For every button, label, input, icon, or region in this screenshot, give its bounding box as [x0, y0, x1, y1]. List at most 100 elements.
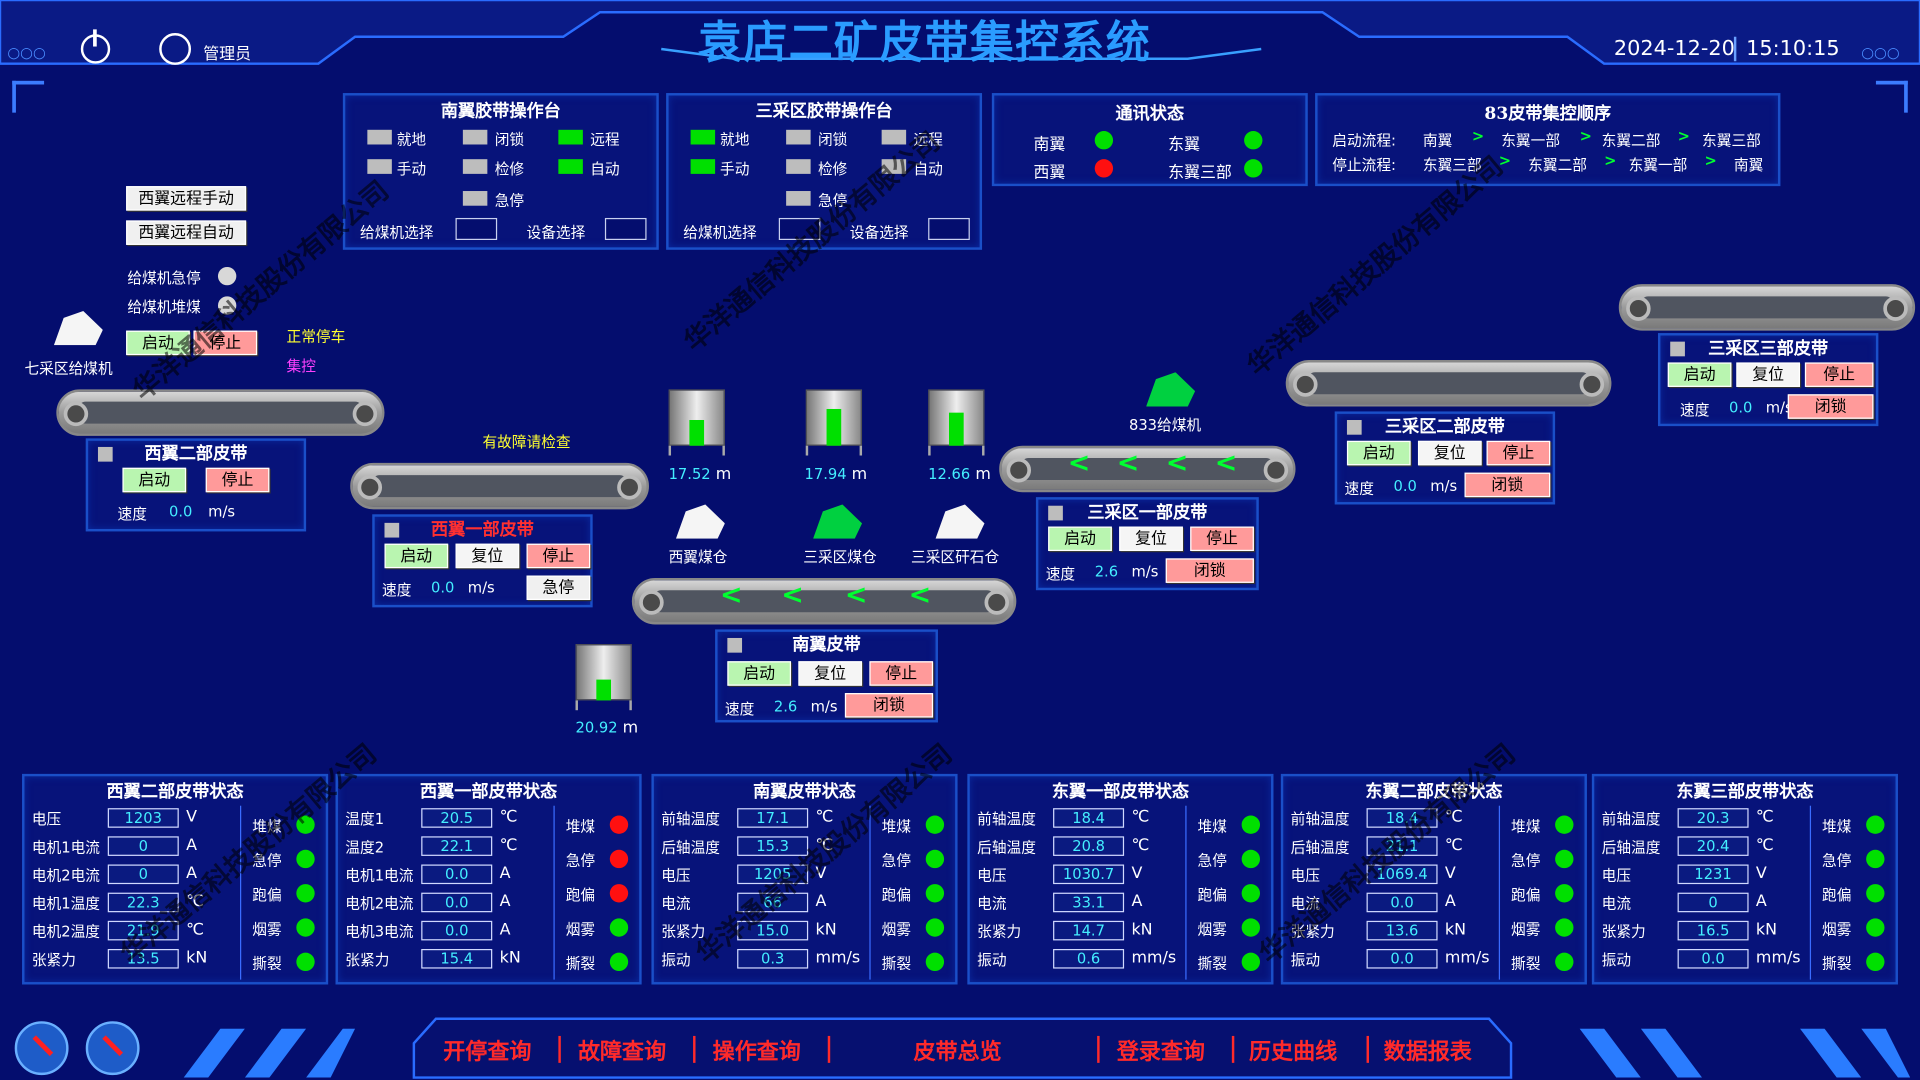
- lock-button[interactable]: 闭锁: [1787, 394, 1874, 419]
- device-select-input[interactable]: [604, 217, 647, 241]
- user-name: 管理员: [203, 45, 252, 64]
- nav-belt-overview[interactable]: 皮带总览: [913, 1039, 1002, 1066]
- start-button[interactable]: 启动: [384, 543, 449, 569]
- stop-button[interactable]: 停止: [1190, 526, 1254, 552]
- reset-button[interactable]: 复位: [1417, 440, 1482, 466]
- metric-label: 电机2温度: [31, 923, 100, 941]
- alarm-label: 堆煤: [1197, 817, 1227, 836]
- start-button[interactable]: 启动: [1346, 440, 1411, 466]
- feeder-estop-indicator: [217, 266, 237, 286]
- stop-button[interactable]: 停止: [1804, 362, 1874, 387]
- alarm-indicator: [1866, 884, 1885, 903]
- central-mode-status: 集控: [286, 357, 316, 375]
- alarm-indicator: [609, 884, 629, 903]
- start-button[interactable]: 启动: [1048, 526, 1112, 552]
- comm-east-indicator: [1244, 131, 1263, 150]
- silo-level-value: 12.66: [928, 465, 971, 483]
- comm-status-title: 通讯状态: [1115, 104, 1185, 124]
- device-select-input[interactable]: [928, 217, 970, 241]
- west-remote-auto-button[interactable]: 西翼远程自动: [126, 220, 247, 245]
- select-checkbox[interactable]: [1048, 505, 1063, 521]
- nav-operation-query[interactable]: 操作查询: [712, 1039, 801, 1066]
- three-console-panel: 三采区胶带操作台 就地 闭锁 远程 手动 检修 自动 急停 给煤机选择 设备选择: [666, 93, 983, 250]
- lock-button[interactable]: 闭锁: [1464, 472, 1551, 498]
- silo-level-unit: m: [851, 465, 868, 484]
- start-button[interactable]: 启动: [727, 661, 792, 686]
- reset-button[interactable]: 复位: [455, 543, 520, 569]
- alarm-label: 急停: [565, 852, 596, 870]
- lock-button[interactable]: 闭锁: [1165, 558, 1254, 583]
- nav-fault-query[interactable]: 故障查询: [577, 1039, 667, 1066]
- metric-label: 电压: [31, 810, 62, 828]
- select-checkbox[interactable]: [727, 637, 743, 653]
- south-belt-panel: 南翼皮带 启动 复位 停止 速度 2.6 m/s 闭锁: [715, 629, 938, 723]
- alarm-indicator: [296, 815, 315, 834]
- select-checkbox[interactable]: [97, 446, 113, 462]
- speed-unit: m/s: [208, 503, 236, 521]
- start-step: 东翼三部: [1702, 132, 1761, 150]
- decor-stripes-left: [183, 1028, 356, 1078]
- estop-label: 急停: [817, 192, 848, 210]
- nav-login-query[interactable]: 登录查询: [1116, 1039, 1205, 1066]
- stop-button[interactable]: 停止: [526, 543, 591, 569]
- metric-label: 电流: [661, 895, 691, 913]
- alarm-label: 跑偏: [881, 886, 912, 904]
- maintenance-label: 检修: [494, 160, 525, 178]
- remote-indicator: [881, 129, 907, 145]
- metric-unit: A: [1444, 892, 1456, 912]
- three1-belt-title: 三采区一部皮带: [1087, 503, 1208, 523]
- metric-label: 温度2: [345, 838, 385, 856]
- south-belt-title: 南翼皮带: [792, 635, 861, 656]
- west1-belt-title: 西翼一部皮带: [431, 520, 534, 541]
- user-icon[interactable]: [159, 33, 192, 65]
- estop-indicator: [786, 191, 811, 206]
- feeder-select-input[interactable]: [778, 217, 821, 241]
- metric-label: 张紧力: [977, 923, 1022, 941]
- metric-value: 20.8: [1053, 836, 1125, 856]
- metric-value: 15.3: [737, 836, 809, 856]
- feeder-select-input[interactable]: [455, 217, 498, 241]
- nav-start-stop-query[interactable]: 开停查询: [443, 1039, 532, 1066]
- alarm-indicator: [609, 952, 629, 972]
- decor-stripes-right: [1579, 1028, 1911, 1078]
- alarm-label: 撕裂: [565, 955, 596, 973]
- lock-label: 闭锁: [817, 131, 848, 149]
- select-checkbox[interactable]: [384, 522, 400, 538]
- comm-east-label: 东翼: [1168, 135, 1201, 155]
- metric-unit: V: [815, 864, 827, 883]
- feeder-stop-button[interactable]: 停止: [193, 330, 258, 356]
- metric-label: 张紧力: [31, 951, 76, 969]
- stop-button[interactable]: 停止: [869, 661, 934, 686]
- reset-button[interactable]: 复位: [1119, 526, 1183, 552]
- nav-data-report[interactable]: 数据报表: [1383, 1039, 1472, 1066]
- start-button[interactable]: 启动: [1667, 362, 1732, 387]
- reset-button[interactable]: 复位: [798, 661, 863, 686]
- metric-value: 22.3: [107, 892, 179, 913]
- metric-unit: kN: [1444, 920, 1467, 940]
- reset-button[interactable]: 复位: [1736, 362, 1801, 387]
- west-remote-manual-button[interactable]: 西翼远程手动: [126, 186, 247, 211]
- metric-value: 0: [107, 864, 179, 885]
- arrow-right-icon: >: [1677, 127, 1690, 145]
- nav-history-curve[interactable]: 历史曲线: [1248, 1039, 1338, 1066]
- select-checkbox[interactable]: [1670, 341, 1685, 357]
- alarm-label: 撕裂: [1822, 955, 1852, 973]
- stop-button[interactable]: 停止: [205, 467, 270, 493]
- start-button[interactable]: 启动: [122, 467, 187, 493]
- arrow-right-icon: >: [1471, 127, 1485, 145]
- sequence-panel: 83皮带集控顺序 启动流程: 南翼 > 东翼一部 > 东翼二部 > 东翼三部 停…: [1315, 93, 1781, 187]
- maintenance-label: 检修: [817, 160, 848, 178]
- metric-unit: mm/s: [1444, 948, 1490, 968]
- stop-button[interactable]: 停止: [1486, 440, 1551, 466]
- device-select-label: 设备选择: [849, 224, 909, 242]
- select-checkbox[interactable]: [1346, 420, 1362, 435]
- metric-label: 电机1温度: [31, 895, 100, 913]
- metric-value: 1205: [737, 864, 809, 885]
- lock-button[interactable]: 闭锁: [844, 693, 934, 718]
- metric-unit: V: [1131, 864, 1143, 883]
- feeder-7-label: 七采区给煤机: [24, 360, 113, 378]
- estop-button[interactable]: 急停: [526, 575, 591, 601]
- metric-unit: A: [1755, 892, 1767, 912]
- feeder-start-button[interactable]: 启动: [126, 330, 190, 356]
- west2-belt-panel: 西翼二部皮带 启动 停止 速度 0.0 m/s: [85, 438, 307, 532]
